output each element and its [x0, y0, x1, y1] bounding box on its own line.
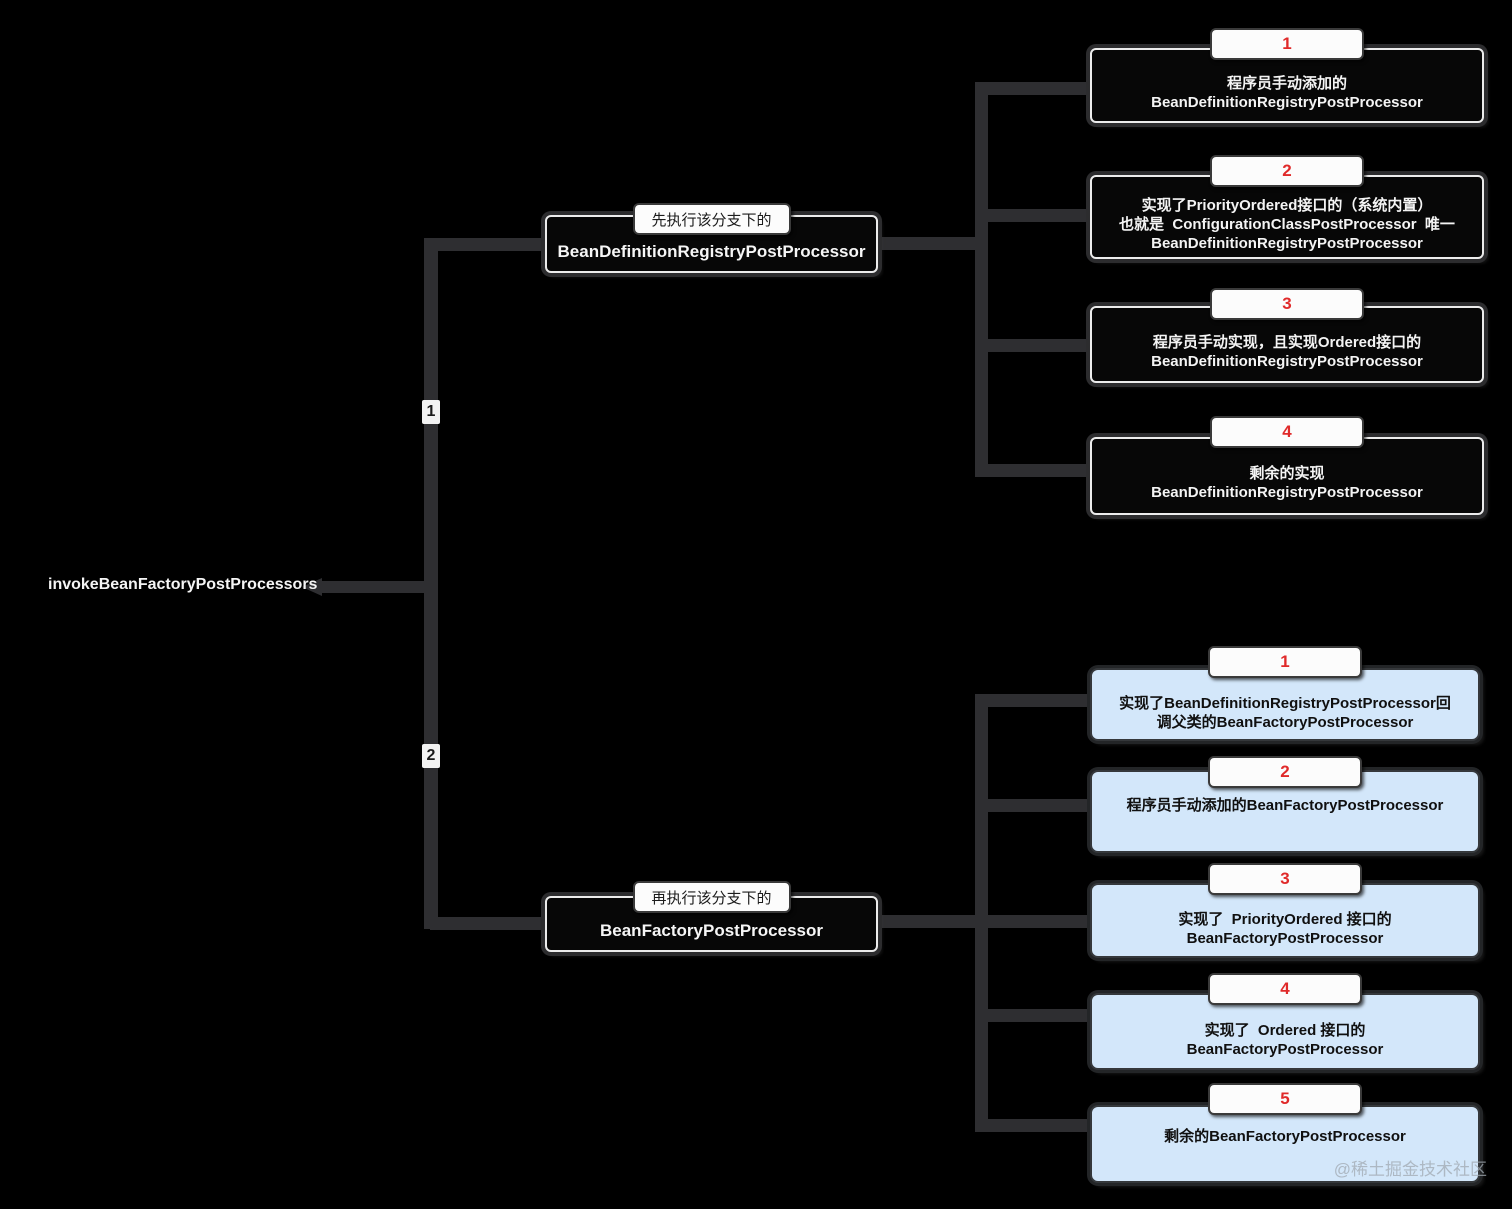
branch1-child-3: 3 程序员手动实现，且实现Ordered接口的 BeanDefinitionRe…: [1090, 288, 1484, 383]
branch1-child-1: 1 程序员手动添加的 BeanDefinitionRegistryPostPro…: [1090, 28, 1484, 123]
branch2-child-4: 4 实现了 Ordered 接口的 BeanFactoryPostProcess…: [1090, 973, 1480, 1070]
connector-root-horizontal: [318, 581, 430, 593]
branch2-child-4-number: 4: [1280, 979, 1290, 998]
connector-branch1-stub-1: [984, 82, 1090, 95]
branch2-child-1-text: 实现了BeanDefinitionRegistryPostProcessor回: [1119, 694, 1451, 712]
connector-branch2-stub-5: [984, 1119, 1090, 1132]
branch2-child-5-text: 剩余的BeanFactoryPostProcessor: [1164, 1128, 1406, 1145]
branch2-child-3: 3 实现了 PriorityOrdered 接口的 BeanFactoryPos…: [1090, 863, 1480, 958]
branch1-child-3-number: 3: [1282, 294, 1292, 313]
connector-branch2-tree-vertical: [975, 694, 988, 1132]
root-node-label: invokeBeanFactoryPostProcessors: [48, 576, 318, 593]
connector-branch2-stub-2: [984, 799, 1090, 812]
branch1-child-2-tab: 2: [1210, 155, 1364, 187]
branch1-child-2-text: 也就是 ConfigurationClassPostProcessor 唯一: [1119, 215, 1455, 233]
branch2-child-3-text: 实现了 PriorityOrdered 接口的: [1178, 910, 1392, 928]
branch2-title: BeanFactoryPostProcessor: [600, 921, 823, 940]
branch1-child-4-text: BeanDefinitionRegistryPostProcessor: [1151, 484, 1423, 501]
branch1-tag-label: 先执行该分支下的: [651, 211, 772, 229]
branch2-child-2: 2 程序员手动添加的BeanFactoryPostProcessor: [1090, 756, 1480, 853]
branch2-child-5-tab: 5: [1208, 1083, 1362, 1115]
branch2-child-5-number: 5: [1280, 1089, 1290, 1108]
connector-branch1-tree-vertical: [975, 82, 988, 477]
connector-branch1-tree-horizontal: [876, 237, 987, 250]
branch1-child-2-number: 2: [1282, 161, 1292, 180]
branch1-title: BeanDefinitionRegistryPostProcessor: [557, 242, 866, 261]
branch1-node: 先执行该分支下的 BeanDefinitionRegistryPostProce…: [545, 203, 878, 273]
branch1-child-4-number: 4: [1282, 422, 1292, 441]
branch1-order-badge: 1: [422, 400, 440, 424]
branch1-child-3-tab: 3: [1210, 288, 1364, 320]
branch2-order-badge: 2: [422, 744, 440, 768]
branch2-child-2-text: 程序员手动添加的BeanFactoryPostProcessor: [1126, 797, 1444, 814]
branch2-child-1: 1 实现了BeanDefinitionRegistryPostProcessor…: [1090, 646, 1480, 741]
connector-branch2-horizontal: [430, 917, 550, 930]
root-arrowhead: [302, 578, 322, 596]
branch1-child-3-text: 程序员手动实现，且实现Ordered接口的: [1152, 333, 1422, 351]
connector-branch2-stub-1: [984, 694, 1090, 707]
connector-branch1-stub-3: [984, 339, 1090, 352]
connector-branch1-horizontal: [430, 238, 550, 251]
branch2-child-5: 5 剩余的BeanFactoryPostProcessor: [1090, 1083, 1480, 1183]
branch1-child-1-number: 1: [1282, 34, 1292, 53]
branch1-child-2-text: 实现了PriorityOrdered接口的（系统内置）: [1141, 196, 1433, 214]
branch2-child-4-text: BeanFactoryPostProcessor: [1186, 1040, 1384, 1058]
branch1-child-1-text: 程序员手动添加的: [1226, 74, 1347, 92]
branch2-child-1-tab: 1: [1208, 646, 1362, 678]
branch2-child-2-tab: 2: [1208, 756, 1362, 788]
branch2-child-2-number: 2: [1280, 762, 1290, 781]
branch1-child-4: 4 剩余的实现 BeanDefinitionRegistryPostProces…: [1090, 416, 1484, 515]
branch2-child-3-tab: 3: [1208, 863, 1362, 895]
connector-branch1-stub-4: [984, 464, 1090, 477]
branch2-child-1-number: 1: [1280, 652, 1290, 671]
connector-branch2-stub-4: [984, 1009, 1090, 1022]
branch1-child-3-text: BeanDefinitionRegistryPostProcessor: [1151, 352, 1423, 370]
branch1-child-2: 2 实现了PriorityOrdered接口的（系统内置） 也就是 Config…: [1090, 155, 1484, 259]
branch2-tag: 再执行该分支下的: [632, 881, 791, 913]
branch1-child-4-text: 剩余的实现: [1249, 465, 1325, 482]
branch2-child-3-text: BeanFactoryPostProcessor: [1186, 929, 1384, 947]
branch2-child-3-number: 3: [1280, 869, 1290, 888]
branch2-node: 再执行该分支下的 BeanFactoryPostProcessor: [545, 881, 878, 952]
branch1-child-1-text: BeanDefinitionRegistryPostProcessor: [1151, 93, 1423, 111]
branch1-child-2-text: BeanDefinitionRegistryPostProcessor: [1151, 234, 1423, 252]
branch1-child-1-tab: 1: [1210, 28, 1364, 60]
watermark: @稀土掘金技术社区: [1333, 1160, 1487, 1179]
branch2-child-1-text: 调父类的BeanFactoryPostProcessor: [1156, 713, 1414, 731]
connector-branch1-stub-2: [984, 209, 1090, 222]
connector-trunk-vertical: [424, 238, 438, 929]
branch1-tag: 先执行该分支下的: [632, 203, 791, 235]
branch1-child-4-tab: 4: [1210, 416, 1364, 448]
branch2-child-4-tab: 4: [1208, 973, 1362, 1005]
branch2-child-4-text: 实现了 Ordered 接口的: [1204, 1021, 1366, 1039]
branch2-tag-label: 再执行该分支下的: [651, 889, 772, 907]
